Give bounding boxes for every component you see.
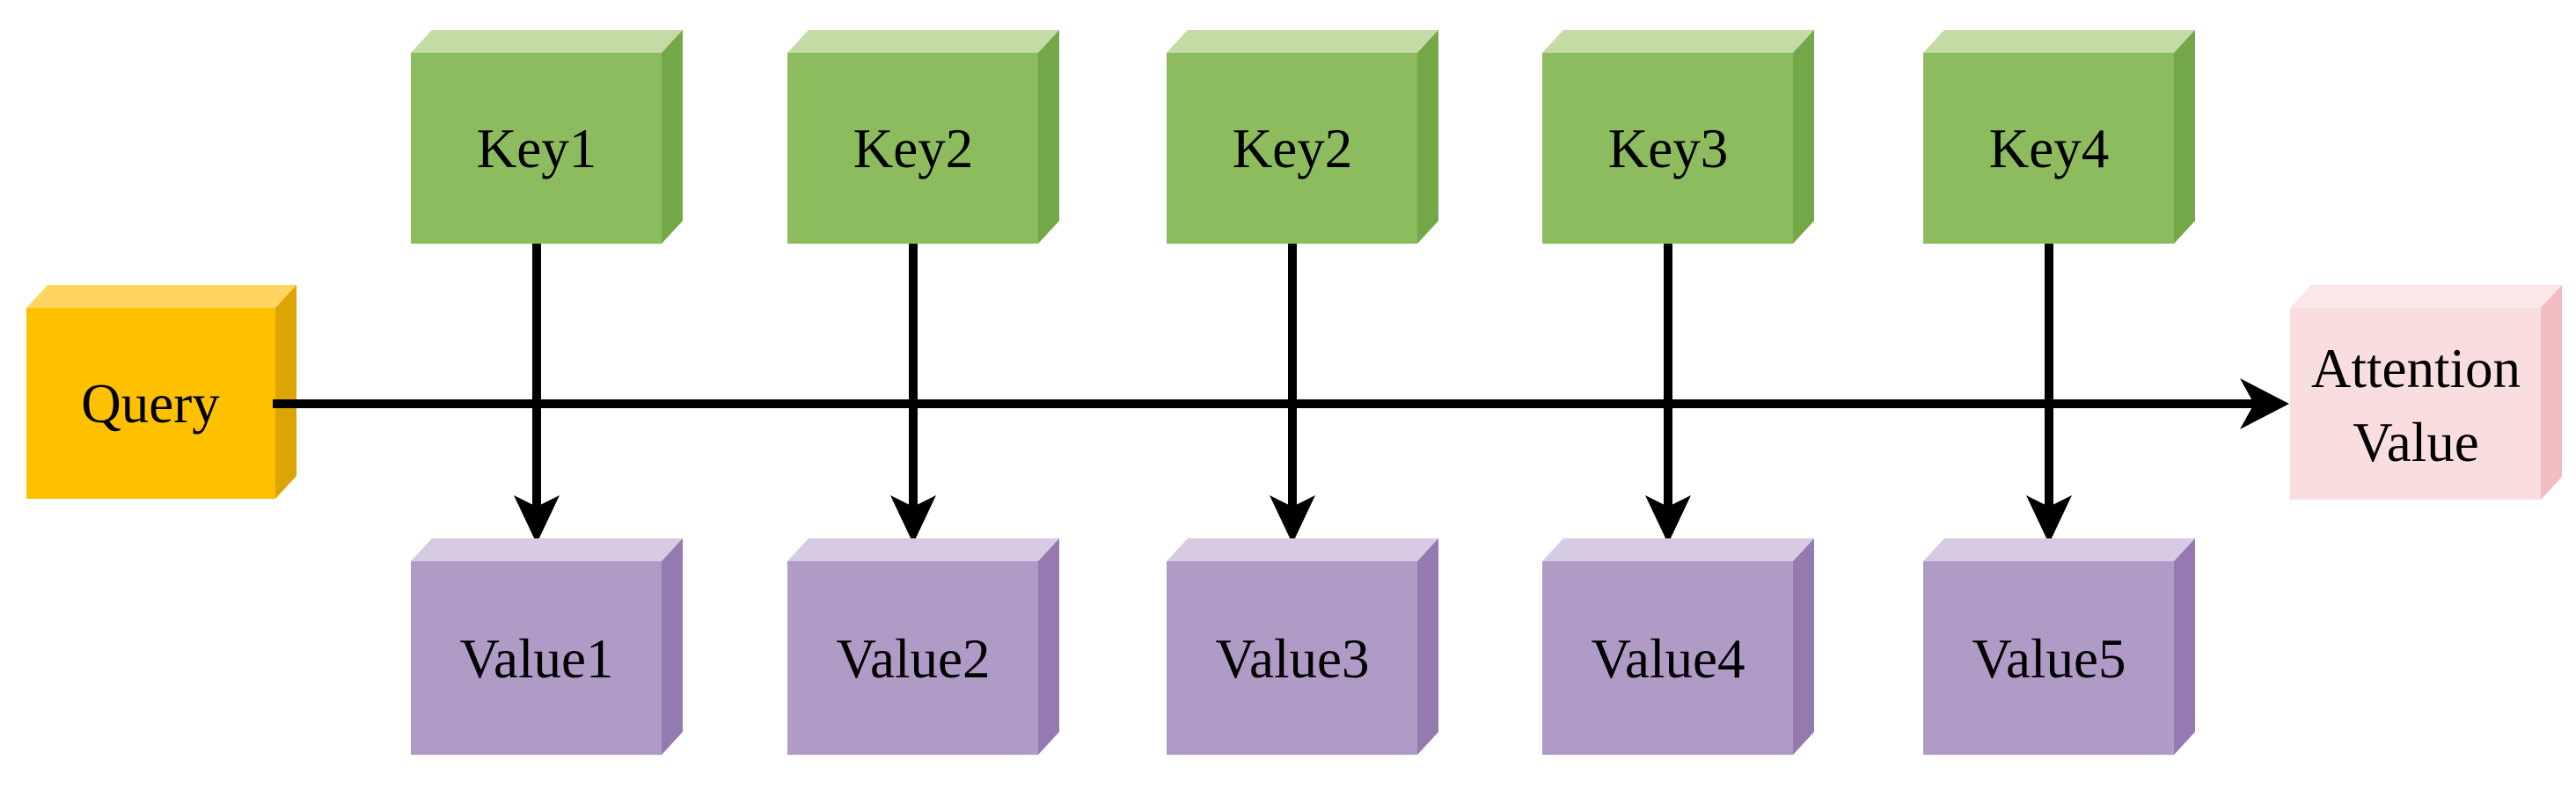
key-box-2-label: Key2: [853, 118, 973, 179]
key4-to-value4-arrowhead: [1645, 495, 1691, 544]
key-box-4-label: Key3: [1608, 118, 1728, 179]
key3-to-value3-arrowhead: [1270, 495, 1315, 544]
value-box-1: Value1: [411, 538, 683, 755]
value-box-5-side-face: [2174, 538, 2195, 755]
value-box-3-front-face: [1167, 561, 1417, 755]
value-box-2-front-face: [787, 561, 1038, 755]
value-box-3: Value3: [1167, 538, 1438, 755]
query-box: Query: [26, 285, 296, 499]
value-box-5-front-face: [1923, 561, 2174, 755]
key-box-5-front-face: [1923, 53, 2174, 244]
value-box-3-label: Value3: [1216, 628, 1370, 690]
key-box-1: Key1: [411, 30, 683, 244]
key2-to-value2-arrow: [890, 244, 936, 544]
key1-to-value1-arrowhead: [514, 495, 560, 544]
value-box-2-top-face: [787, 538, 1059, 561]
value-box-1-front-face: [411, 561, 662, 755]
key2-to-value2-arrowhead: [890, 495, 936, 544]
attention-value-box: Attention Value: [2290, 285, 2562, 500]
key-box-4-side-face: [1793, 30, 1814, 244]
key-box-1-front-face: [411, 53, 662, 244]
value-box-3-top-face: [1167, 538, 1438, 561]
query-label: Query: [81, 373, 220, 435]
value-box-3-side-face: [1417, 538, 1438, 755]
value-box-4: Value4: [1542, 538, 1814, 755]
attention-value-box-side-face: [2541, 285, 2562, 500]
key3-to-value3-arrow: [1270, 244, 1315, 544]
key-box-3-label: Key2: [1233, 118, 1352, 179]
value-box-4-label: Value4: [1592, 628, 1745, 690]
key-box-1-label: Key1: [477, 118, 596, 179]
key-box-4: Key3: [1542, 30, 1814, 244]
key5-to-value5-arrow: [2026, 244, 2072, 544]
key-box-2: Key2: [787, 30, 1059, 244]
key-box-5-label: Key4: [1989, 118, 2109, 179]
key5-to-value5-arrowhead: [2026, 495, 2072, 544]
value-box-2-side-face: [1038, 538, 1059, 755]
key-box-5: Key4: [1923, 30, 2195, 244]
attention-value-box-top-face: [2290, 285, 2562, 308]
value-box-5-top-face: [1923, 538, 2195, 561]
value-box-4-front-face: [1542, 561, 1793, 755]
key-box-5-top-face: [1923, 30, 2195, 53]
key-box-5-side-face: [2174, 30, 2195, 244]
value-box-1-top-face: [411, 538, 683, 561]
key-box-2-front-face: [787, 53, 1038, 244]
key-box-4-top-face: [1542, 30, 1814, 53]
value-box-2: Value2: [787, 538, 1059, 755]
query-to-attention-arrowhead: [2240, 378, 2289, 429]
query-to-attention-arrow: [273, 378, 2289, 429]
key-box-4-front-face: [1542, 53, 1793, 244]
query-box-side-face: [275, 285, 296, 499]
key-box-3: Key2: [1167, 30, 1438, 244]
attention-value-label-line2: Value: [2353, 412, 2478, 473]
attention-value-label-line1: Attention: [2311, 338, 2521, 399]
value-box-5-label: Value5: [1972, 628, 2126, 690]
key-box-3-top-face: [1167, 30, 1438, 53]
query-box-front-face: [26, 308, 275, 499]
attention-value-box-front-face: [2290, 308, 2541, 500]
value-box-4-side-face: [1793, 538, 1814, 755]
value-box-1-label: Value1: [460, 628, 614, 690]
query-box-top-face: [26, 285, 296, 308]
key-box-3-side-face: [1417, 30, 1438, 244]
value-box-2-label: Value2: [837, 628, 991, 690]
key-box-3-front-face: [1167, 53, 1417, 244]
key4-to-value4-arrow: [1645, 244, 1691, 544]
key-box-2-top-face: [787, 30, 1059, 53]
value-box-4-top-face: [1542, 538, 1814, 561]
key-box-1-side-face: [662, 30, 683, 244]
value-box-5: Value5: [1923, 538, 2195, 755]
key-box-2-side-face: [1038, 30, 1059, 244]
key-box-1-top-face: [411, 30, 683, 53]
key1-to-value1-arrow: [514, 244, 560, 544]
value-box-1-side-face: [662, 538, 683, 755]
